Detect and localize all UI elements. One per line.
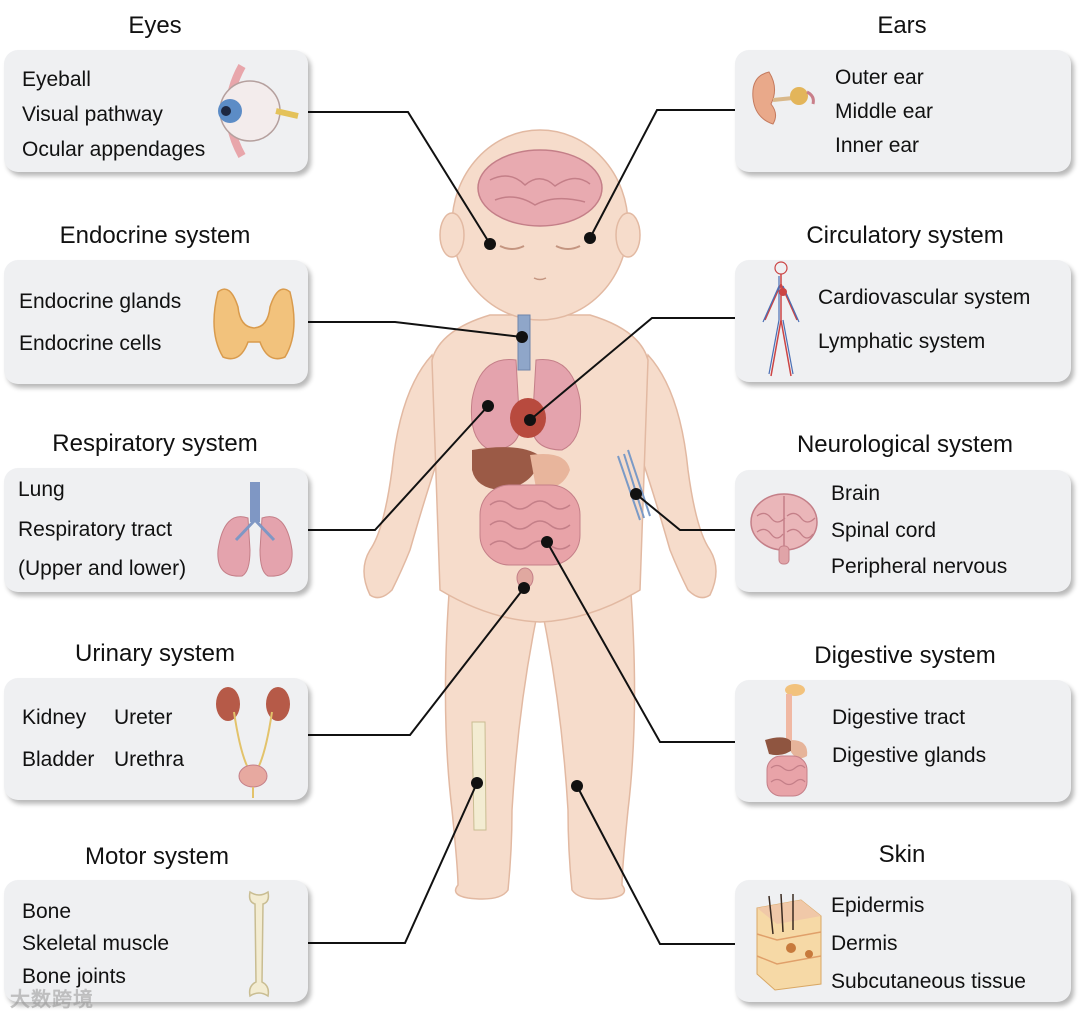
motor-connector: [308, 782, 478, 944]
endocrine-connector: [308, 321, 523, 338]
respiratory-heading: Respiratory system: [52, 430, 258, 457]
eyes-heading: Eyes: [128, 12, 182, 39]
ears-item-1: Outer ear: [835, 66, 924, 89]
brain-icon: [750, 493, 818, 565]
endocrine-item-2: Endocrine cells: [19, 332, 162, 355]
skin-connector: [576, 785, 735, 945]
neurological-item-1: Brain: [831, 482, 881, 505]
endocrine-box: Endocrine glands Endocrine cells: [4, 260, 308, 384]
neurological-item-2: Spinal cord: [831, 519, 937, 542]
eyes-connector: [308, 111, 491, 245]
motor-item-1: Bone: [22, 900, 72, 923]
lungs-icon: [217, 482, 293, 577]
ears-item-2: Middle ear: [835, 100, 934, 123]
eyes-item-1: Eyeball: [22, 68, 91, 91]
ears-item-3: Inner ear: [835, 134, 920, 157]
digestive-item-2: Digestive glands: [832, 744, 987, 767]
eyes-item-3: Ocular appendages: [22, 138, 206, 161]
skin-heading: Skin: [878, 841, 926, 868]
digestive-heading: Digestive system: [814, 642, 996, 669]
motor-item-2: Skeletal muscle: [22, 932, 170, 955]
digestive-box: Digestive tract Digestive glands: [735, 680, 1071, 802]
motor-heading: Motor system: [84, 843, 230, 870]
skin-box: Epidermis Dermis Subcutaneous tissue: [735, 880, 1071, 1002]
skin-item-1: Epidermis: [831, 894, 925, 917]
skin-item-2: Dermis: [831, 932, 898, 955]
circulatory-box: Cardiovascular system Lymphatic system: [735, 260, 1071, 382]
eyes-box: Eyeball Visual pathway Ocular appendages: [4, 50, 308, 172]
respiratory-item-1: Lung: [18, 478, 65, 501]
kidneys-icon: [216, 687, 290, 798]
neurological-heading: Neurological system: [796, 431, 1014, 458]
motor-item-3: Bone joints: [22, 965, 126, 988]
neurological-item-3: Peripheral nervous: [831, 555, 1008, 578]
urinary-connector: [308, 587, 525, 736]
ears-box: Outer ear Middle ear Inner ear: [735, 50, 1071, 172]
digestive-item-1: Digestive tract: [832, 706, 966, 729]
child-body-figure: [363, 129, 717, 900]
skin-item-3: Subcutaneous tissue: [831, 970, 1026, 993]
neurological-connector: [635, 493, 735, 531]
skin-layers-icon: [756, 893, 822, 991]
respiratory-item-2: Respiratory tract: [18, 518, 173, 541]
bone-icon: [248, 890, 270, 998]
urinary-item-ureter: Ureter: [114, 706, 173, 729]
respiratory-box: Lung Respiratory tract (Upper and lower): [4, 468, 308, 592]
endocrine-item-1: Endocrine glands: [19, 290, 182, 313]
watermark: 大数跨境: [10, 989, 94, 1011]
respiratory-item-3: (Upper and lower): [18, 557, 187, 580]
endocrine-heading: Endocrine system: [59, 222, 251, 249]
ear-icon: [752, 71, 815, 125]
urinary-item-bladder: Bladder: [22, 748, 95, 771]
eyes-item-2: Visual pathway: [22, 103, 163, 126]
digestive-organs-icon: [765, 684, 808, 797]
urinary-item-kidney: Kidney: [22, 706, 87, 729]
urinary-item-urethra: Urethra: [114, 748, 185, 771]
circulatory-item-1: Cardiovascular system: [818, 286, 1031, 309]
digestive-connector: [546, 541, 735, 743]
thyroid-icon: [213, 288, 295, 360]
eye-icon: [218, 64, 299, 158]
vascular-body-icon: [762, 261, 800, 377]
circulatory-connector: [529, 317, 735, 421]
ears-heading: Ears: [877, 12, 927, 39]
neurological-box: Brain Spinal cord Peripheral nervous: [735, 470, 1071, 592]
respiratory-connector: [308, 405, 489, 531]
circulatory-item-2: Lymphatic system: [818, 330, 986, 353]
motor-box: Bone Skeletal muscle Bone joints: [4, 880, 308, 1002]
urinary-heading: Urinary system: [74, 640, 236, 667]
ears-connector: [589, 109, 735, 239]
circulatory-heading: Circulatory system: [806, 222, 1004, 249]
urinary-box: Kidney Ureter Bladder Urethra: [4, 678, 308, 800]
